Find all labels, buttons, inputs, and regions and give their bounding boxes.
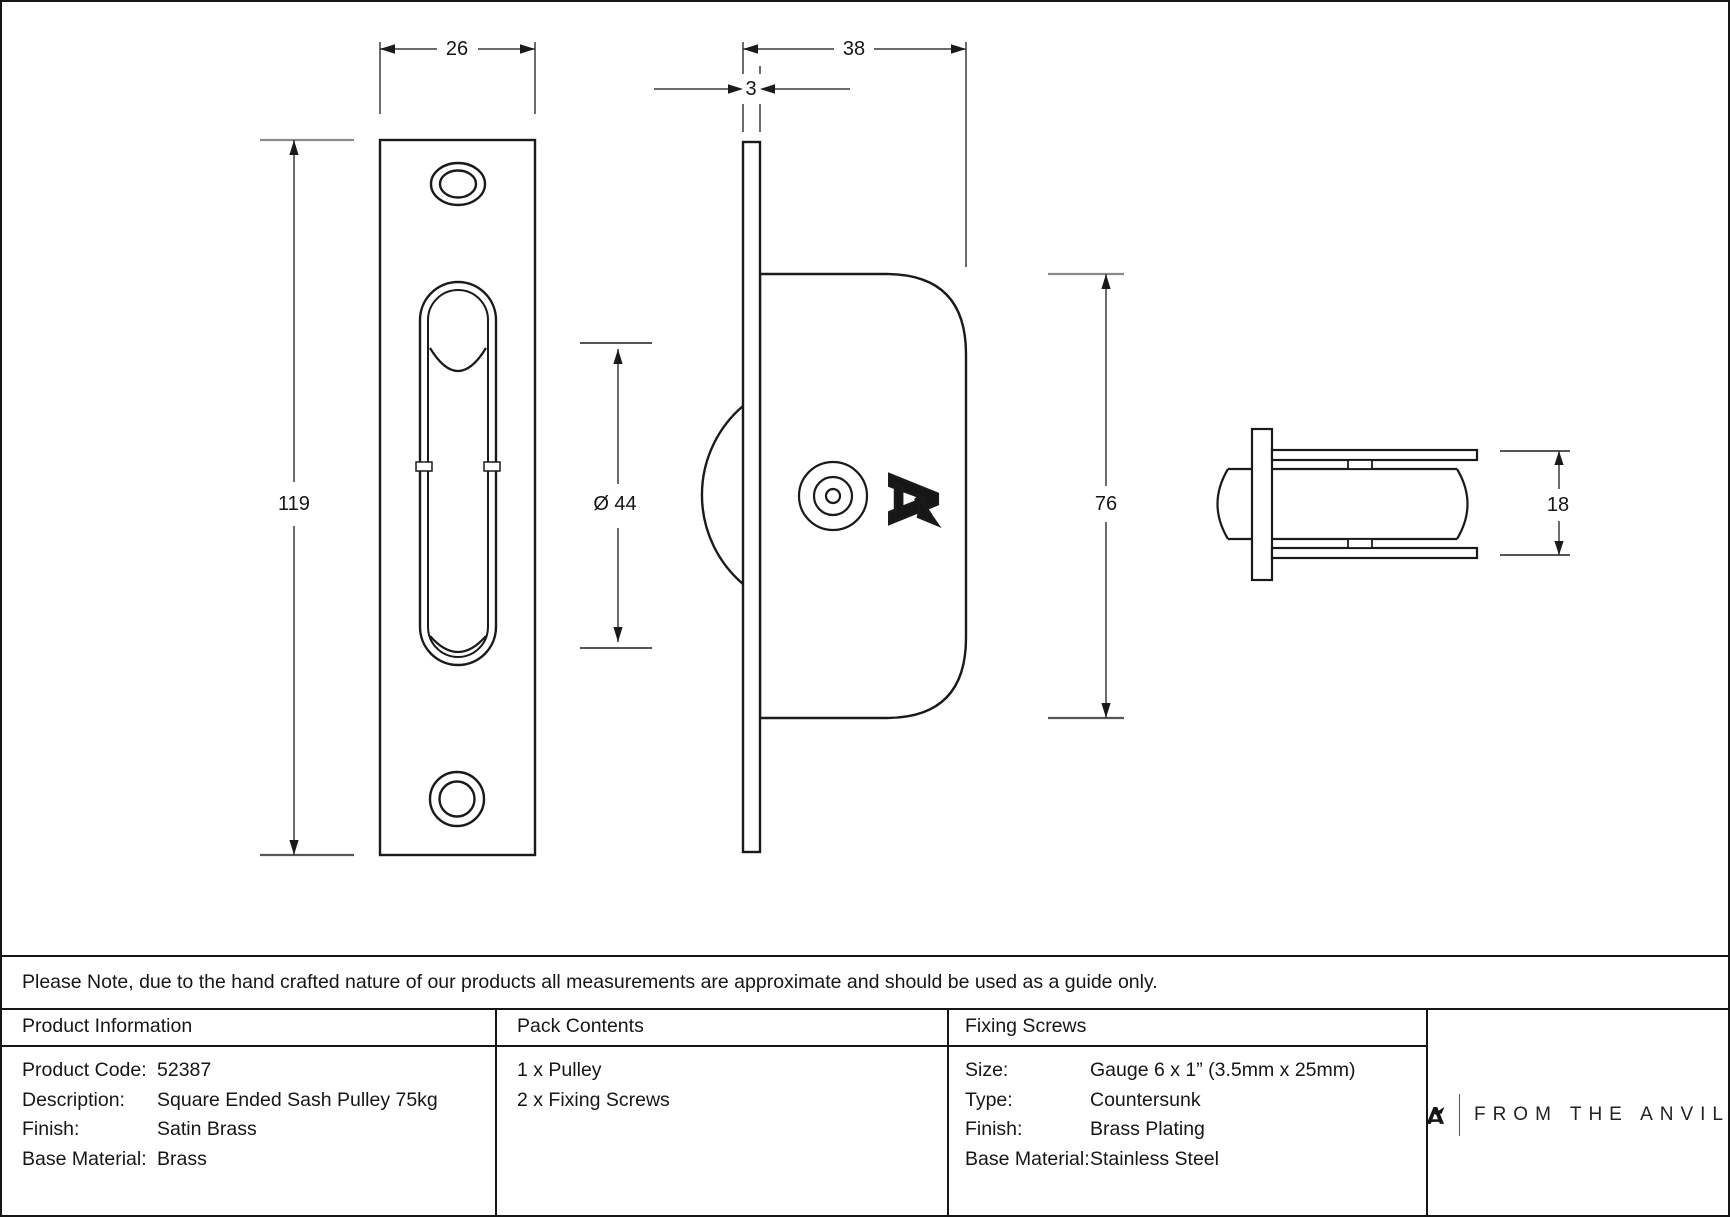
fixing-screws-values: Gauge 6 x 1” (3.5mm x 25mm) Countersunk … (1090, 1056, 1356, 1175)
side-wheel-bulge-arc (700, 405, 744, 585)
side-case-body (758, 272, 968, 720)
product-code-label: Product Code: (22, 1059, 147, 1081)
dim-label-case-width: 18 (1547, 494, 1569, 516)
table-column-divider-1 (495, 1010, 497, 1215)
pack-item: 2 x Fixing Screws (517, 1088, 670, 1111)
front-top-screw-hole (429, 161, 487, 207)
finish-label: Finish: (22, 1118, 80, 1141)
top-wheel-right-break-arc (1456, 468, 1469, 540)
front-top-screw-hole-inner (438, 169, 478, 199)
top-wheel-left-break-arc (1216, 468, 1229, 540)
measurement-note: Please Note, due to the hand crafted nat… (2, 955, 1728, 1010)
front-wheel-mid-notch-right (483, 461, 501, 472)
side-faceplate-edge (741, 140, 762, 854)
table-column-divider-2 (947, 1010, 949, 1215)
dimension-case-height: 76 (1048, 272, 1124, 720)
dimension-wheel-diameter: Ø 44 (580, 342, 652, 649)
top-view (1216, 427, 1479, 582)
dimension-case-depth: 38 (742, 38, 967, 267)
product-information-header: Product Information (22, 1015, 193, 1037)
screw-type-label: Type: (965, 1088, 1013, 1111)
front-wheel-mid-notch-left (415, 461, 433, 472)
front-slot-outer (418, 280, 498, 667)
base-material-value: Brass (157, 1148, 207, 1171)
dimension-front-height: 119 (260, 138, 354, 857)
brand-divider (1459, 1094, 1460, 1136)
fixing-screws-labels: Size: Type: Finish: Base Material: (965, 1056, 1090, 1175)
top-faceplate (1250, 427, 1274, 582)
side-axle-inner (824, 487, 842, 505)
product-code-value: 52387 (157, 1059, 212, 1081)
top-side-cheek-lower (1270, 546, 1479, 560)
brand-cell: FROM THE ANVIL (1426, 1045, 1730, 1185)
fixing-screws-header: Fixing Screws (965, 1015, 1087, 1037)
brand-name: FROM THE ANVIL (1473, 1104, 1730, 1125)
finish-value: Satin Brass (157, 1118, 257, 1141)
front-wheel-top-arc (429, 347, 487, 373)
pack-contents-header: Pack Contents (517, 1015, 644, 1037)
dim-label-front-height: 119 (278, 493, 310, 515)
screw-base-material-label: Base Material: (965, 1148, 1090, 1171)
pack-contents-list: 1 x Pulley 2 x Fixing Screws (517, 1056, 670, 1115)
side-view (700, 140, 968, 854)
description-label: Description: (22, 1088, 125, 1111)
dim-label-case-height: 76 (1095, 493, 1117, 515)
screw-type-value: Countersunk (1090, 1088, 1201, 1111)
dim-label-plate-thickness: 3 (745, 78, 756, 100)
description-value: Square Ended Sash Pulley 75kg (157, 1088, 438, 1111)
front-bottom-screw-hole (428, 770, 486, 828)
top-axle-tab-upper (1347, 459, 1373, 470)
product-information-values: 52387 Square Ended Sash Pulley 75kg Sati… (157, 1056, 438, 1175)
side-axle-outer (797, 460, 869, 532)
top-side-cheek-upper (1270, 448, 1479, 462)
front-slot-lip (427, 289, 489, 658)
dimension-front-width: 26 (379, 38, 536, 114)
top-axle-tab-lower (1347, 538, 1373, 549)
measurement-note-text: Please Note, due to the hand crafted nat… (22, 971, 1158, 993)
screw-size-value: Gauge 6 x 1” (3.5mm x 25mm) (1090, 1059, 1356, 1081)
dim-label-wheel-diameter: Ø 44 (593, 493, 636, 515)
screw-size-label: Size: (965, 1059, 1009, 1081)
screw-finish-value: Brass Plating (1090, 1118, 1205, 1141)
screw-base-material-value: Stainless Steel (1090, 1148, 1219, 1171)
front-faceplate (378, 138, 537, 857)
side-axle-middle (812, 475, 854, 517)
pack-item: 1 x Pulley (517, 1059, 602, 1081)
front-wheel-bottom-arc (429, 635, 487, 653)
table-header-divider (2, 1045, 1428, 1047)
screw-finish-label: Finish: (965, 1118, 1023, 1141)
dimension-plate-thickness: 3 (654, 78, 850, 100)
product-information-labels: Product Code: Description: Finish: Base … (22, 1056, 147, 1175)
dim-label-front-width: 26 (446, 38, 468, 60)
front-bottom-screw-hole-inner (438, 780, 476, 818)
base-material-label: Base Material: (22, 1148, 147, 1171)
table-column-divider-3 (1426, 1010, 1428, 1215)
dim-label-case-depth: 38 (843, 38, 865, 60)
front-view (378, 138, 537, 857)
dimension-case-width: 18 (1500, 450, 1570, 556)
technical-drawing: 26 119 Ø 44 (260, 38, 1570, 857)
from-the-anvil-logo-icon (1426, 1107, 1445, 1124)
